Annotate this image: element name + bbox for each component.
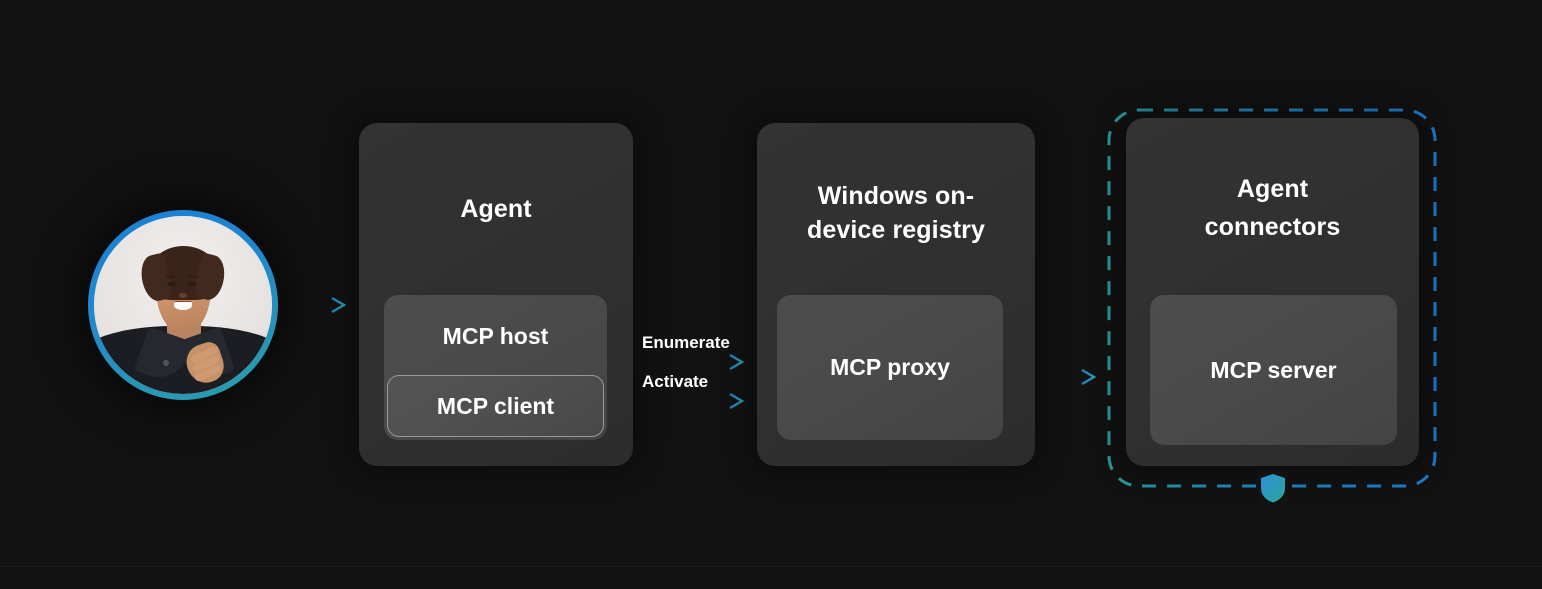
agent-card-title: Agent (460, 195, 532, 223)
mcp-client-box[interactable]: MCP client (387, 375, 604, 437)
arrow-user-to-agent (288, 294, 350, 316)
mcp-host-box[interactable]: MCP host MCP client (384, 295, 607, 440)
mcp-host-label: MCP host (442, 323, 549, 349)
mcp-proxy-box[interactable]: MCP proxy (777, 295, 1003, 440)
avatar-eye-left (166, 281, 176, 287)
shield-icon (1258, 471, 1288, 505)
registry-card-title-line1: Windows on- (817, 182, 975, 210)
avatar-shirt-button (163, 360, 170, 366)
connectors-card-title-line1: Agent (1236, 175, 1309, 203)
windows-registry-card[interactable]: Windows on- device registry MCP proxy (757, 123, 1035, 466)
avatar-mouth (174, 301, 192, 311)
flow-label-activate: Activate (642, 372, 709, 391)
arrow-registry-to-connectors (1040, 367, 1102, 389)
avatar-photo (94, 216, 272, 394)
mcp-proxy-label: MCP proxy (830, 354, 950, 380)
mcp-server-label: MCP server (1210, 357, 1337, 383)
mcp-client-label: MCP client (436, 393, 555, 419)
user-avatar (88, 210, 278, 400)
agent-connectors-card[interactable]: Agent connectors MCP server (1126, 118, 1419, 466)
flow-label-enumerate: Enumerate (642, 333, 730, 352)
bottom-divider (0, 566, 1542, 567)
connectors-card-title-line2: connectors (1204, 213, 1341, 241)
arrow-activate (641, 391, 749, 413)
mcp-server-box[interactable]: MCP server (1150, 295, 1397, 445)
registry-card-title-line2: device registry (807, 216, 985, 244)
avatar-nose (179, 292, 187, 298)
arrow-enumerate (641, 352, 749, 374)
avatar-eye-right (188, 281, 198, 287)
agent-card[interactable]: Agent MCP host MCP client (359, 123, 633, 466)
